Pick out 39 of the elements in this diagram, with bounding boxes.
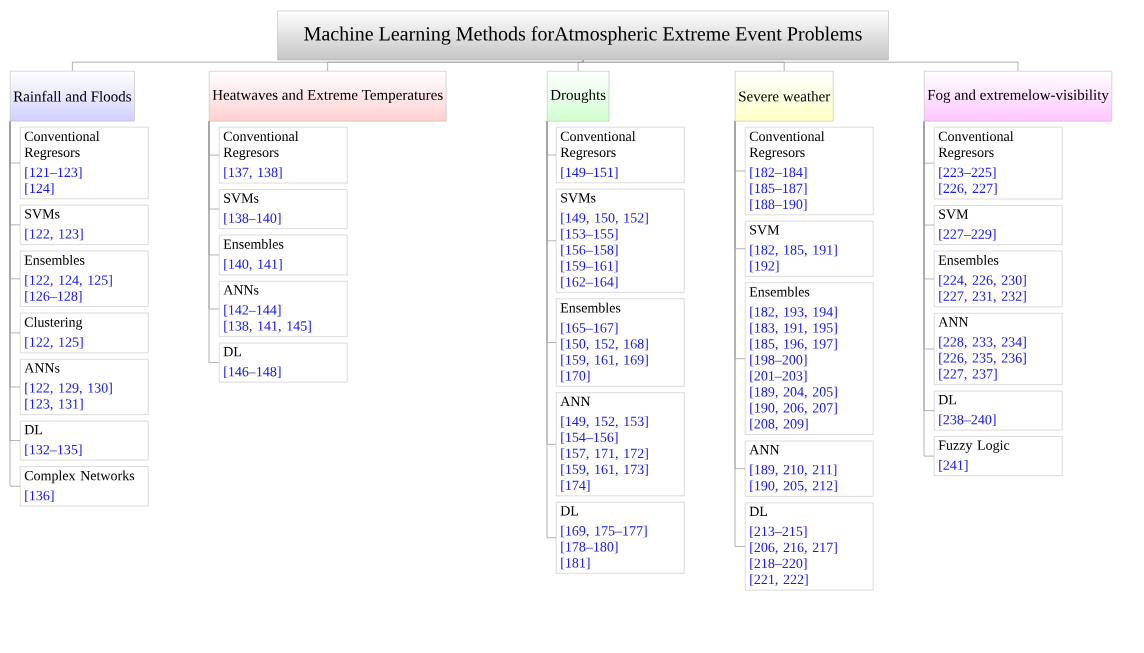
method-box: DL [169, 175–177] [178–180] [181] [556,502,685,574]
method-box: Clustering [122, 125] [20,312,149,354]
category-box: Rainfall and Floods [10,71,135,122]
method-box: Complex Networks [136] [20,466,149,507]
method-box: Ensembles [140, 141] [219,234,348,276]
method-box: ANNs [122, 129, 130] [123, 131] [20,359,149,415]
connector-line [734,121,746,547]
connector-line [546,121,557,539]
method-box: Conventional Regresors [182–184] [185–187] [188–190] [745,127,874,215]
method-box: SVMs [138–140] [219,189,348,229]
method-box: ANNs [142–144] [138, 141, 145] [219,281,348,337]
method-box: Conventional Regresors [121–123] [124] [20,127,149,199]
method-box: SVM [227–229] [934,205,1063,245]
method-box: Conventional Regresors [137, 138] [219,127,348,184]
category-box: Heatwaves and Extreme Temperatures [209,71,447,122]
connector-line [582,59,1019,72]
connector-line [208,121,220,363]
category-box: Severe weather [735,71,834,122]
method-box: Ensembles [165–167] [150, 152, 168] [159, 161, 169] [170] [556,298,685,387]
category-box: Droughts [547,71,610,122]
method-box: Ensembles [122, 124, 125] [126–128] [20,250,149,307]
method-box: SVM [182, 185, 191] [192] [745,221,874,277]
method-box: Ensembles [224, 226, 230] [227, 231, 232] [934,250,1063,308]
method-box: Conventional Regresors [223–225] [226, 227] [934,127,1063,200]
method-box: Conventional Regresors [149–151] [556,127,685,183]
method-box: DL [132–135] [20,420,149,461]
method-box: ANN [189, 210, 211] [190, 205, 212] [745,440,874,497]
method-box: ANN [149, 152, 153] [154–156] [157, 171, 172] [159, 161, 173] [174] [556,392,685,497]
method-box: DL [146–148] [219,342,348,383]
title-box: Machine Learning Methods forAtmospheric Extreme Event Problems [277,10,889,61]
connector-line [577,59,584,72]
method-box: ANN [228, 233, 234] [226, 235, 236] [227, 237] [934,313,1063,385]
method-box: Fuzzy Logic [241] [934,436,1063,476]
method-box: DL [238–240] [934,390,1063,431]
method-box: DL [213–215] [206, 216, 217] [218–220] [221, 222] [745,502,874,591]
method-box: Ensembles [182, 193, 194] [183, 191, 195] [185, 196, 197] [198–200] [201–203] [189, 204, 205] [190, 206, 207] [208, 209] [745,282,874,435]
method-box: SVMs [149, 150, 152] [153–155] [156–158] [159–161] [162–164] [556,189,685,293]
category-box: Fog and extremelow-visibility [924,71,1113,122]
method-box: SVMs [122, 123] [20,205,149,245]
